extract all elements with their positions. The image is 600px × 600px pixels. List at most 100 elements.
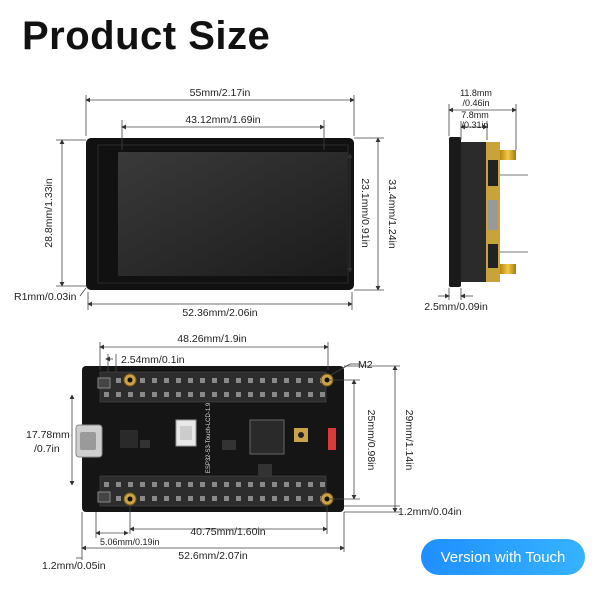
header-pin xyxy=(284,496,289,501)
board-right-offset-label: 1.2mm/0.04in xyxy=(398,506,462,518)
front-width-outer-label: 55mm/2.17in xyxy=(190,87,251,99)
header-pin xyxy=(248,378,253,383)
header-pin xyxy=(272,496,277,501)
header-pin xyxy=(236,378,241,383)
header-pin xyxy=(296,482,301,487)
board-right-outer-label: 29mm/1.14in xyxy=(403,410,415,471)
board-pin-span-label: 48.26mm/1.9in xyxy=(177,333,247,345)
board-left-offset-label: 1.2mm/0.05in xyxy=(42,560,106,572)
header-pin xyxy=(176,392,181,397)
header-pin xyxy=(152,482,157,487)
header-pin xyxy=(236,496,241,501)
header-pin xyxy=(296,378,301,383)
header-pin xyxy=(116,392,121,397)
header-pin xyxy=(260,482,265,487)
header-pin xyxy=(320,482,325,487)
board-left-height-label-2: /0.7in xyxy=(34,443,60,455)
header-pin xyxy=(164,496,169,501)
pcb-board xyxy=(82,366,344,512)
header-pin xyxy=(188,496,193,501)
header-pin xyxy=(212,378,217,383)
header-pin xyxy=(116,496,121,501)
header-pin xyxy=(260,378,265,383)
header-pin xyxy=(200,496,205,501)
header-pin xyxy=(308,378,313,383)
header-pin xyxy=(200,392,205,397)
header-pin xyxy=(152,392,157,397)
corner-radius-label: R1mm/0.03in xyxy=(14,291,77,303)
front-height-left-label: 28.8mm/1.33in xyxy=(43,178,55,248)
header-pin xyxy=(212,392,217,397)
header-pin xyxy=(164,482,169,487)
header-pin xyxy=(284,392,289,397)
side-view xyxy=(449,137,528,287)
header-pin xyxy=(296,392,301,397)
header-pin xyxy=(140,482,145,487)
header-pin xyxy=(224,482,229,487)
board-right-inner-label: 25mm/0.98in xyxy=(365,410,377,471)
page-title: Product Size xyxy=(22,14,271,58)
front-width-active-label: 43.12mm/1.69in xyxy=(185,114,260,126)
reset-button xyxy=(97,491,111,503)
header-pin xyxy=(248,496,253,501)
header-pin xyxy=(188,392,193,397)
header-pin xyxy=(260,392,265,397)
side-thickness-board-label-2: /0.31in xyxy=(461,120,488,130)
header-pin xyxy=(176,496,181,501)
header-pin xyxy=(140,392,145,397)
header-pin xyxy=(308,392,313,397)
side-thickness-total-label-2: /0.46in xyxy=(462,98,489,108)
header-pin xyxy=(272,378,277,383)
header-pin xyxy=(272,482,277,487)
side-glass xyxy=(449,137,461,287)
header-pin xyxy=(212,496,217,501)
header-pin xyxy=(140,496,145,501)
header-pin xyxy=(284,378,289,383)
header-pin xyxy=(200,482,205,487)
header-pin xyxy=(260,496,265,501)
header-pin xyxy=(284,482,289,487)
header-pin xyxy=(128,392,133,397)
front-height-inner-label: 23.1mm/0.91in xyxy=(359,178,371,248)
board-left-height-label-1: 17.78mm xyxy=(26,429,70,441)
board-hole-span-label: 40.75mm/1.60in xyxy=(190,526,265,538)
header-pin xyxy=(320,392,325,397)
header-pin xyxy=(200,378,205,383)
header-pin xyxy=(152,496,157,501)
header-pin xyxy=(224,378,229,383)
header-pin xyxy=(308,496,313,501)
main-chip xyxy=(249,419,285,455)
header-pin xyxy=(236,482,241,487)
header-pin xyxy=(212,482,217,487)
header-pin xyxy=(128,482,133,487)
header-pin xyxy=(104,392,109,397)
header-pin xyxy=(116,482,121,487)
header-pin xyxy=(248,482,253,487)
board-view: ESP32-S3-Touch-LCD-1.9 xyxy=(75,366,344,512)
header-pin xyxy=(140,378,145,383)
header-pin xyxy=(248,392,253,397)
boot-button xyxy=(97,377,111,389)
header-pin xyxy=(296,496,301,501)
header-pin xyxy=(176,482,181,487)
mounting-hole-label: M2 xyxy=(358,359,373,371)
board-pin-pitch-label: 2.54mm/0.1in xyxy=(121,354,185,366)
touch-version-badge: Version with Touch xyxy=(421,539,585,575)
lcd-active-area xyxy=(118,152,348,276)
front-view xyxy=(86,138,354,290)
side-bottom-offset-label: 2.5mm/0.09in xyxy=(424,301,488,313)
header-pin xyxy=(116,378,121,383)
header-pin xyxy=(104,482,109,487)
header-pin xyxy=(308,482,313,487)
front-width-bottom-label: 52.36mm/2.06in xyxy=(182,307,257,319)
front-height-outer-label: 31.4mm/1.24in xyxy=(386,179,398,249)
header-pin xyxy=(164,392,169,397)
board-hole-offset-label: 5.06mm/0.19in xyxy=(100,537,160,547)
header-pin xyxy=(164,378,169,383)
header-pin xyxy=(176,378,181,383)
board-silkscreen: ESP32-S3-Touch-LCD-1.9 xyxy=(206,402,212,473)
header-pin xyxy=(224,496,229,501)
side-thickness-total-label-1: 11.8mm xyxy=(460,88,492,98)
header-pin xyxy=(188,482,193,487)
